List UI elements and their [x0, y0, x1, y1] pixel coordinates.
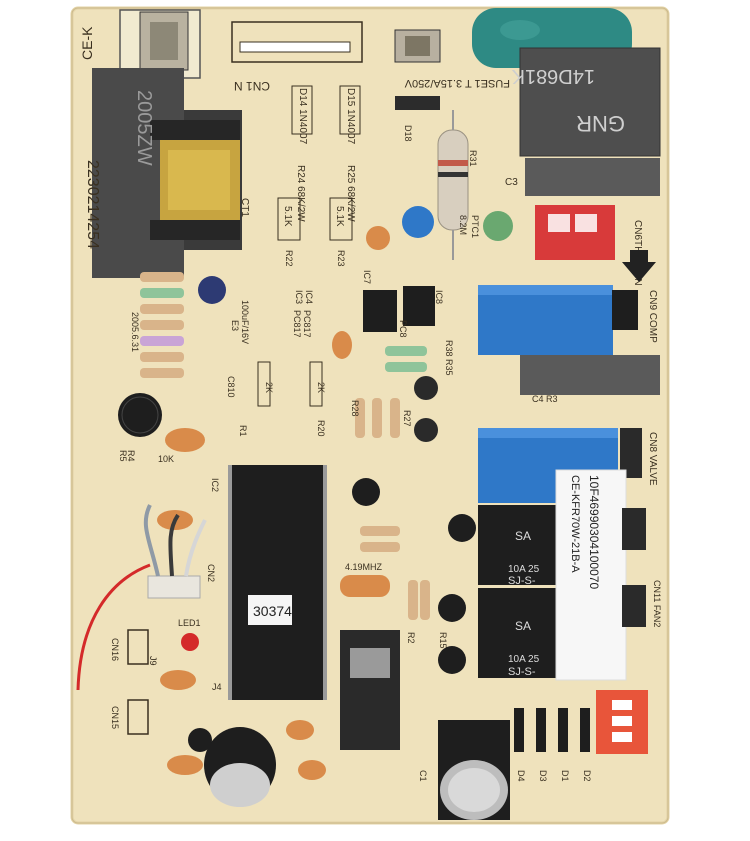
microcontroller-ic [228, 465, 327, 700]
r27-label: R27 [402, 410, 412, 427]
transformer-print: 2005ZW [133, 90, 155, 166]
ic3-label: IC3 [294, 290, 304, 304]
d14-label: D14 1N4007 [297, 88, 308, 145]
relay-brand-bottom: SA [515, 619, 531, 633]
led-red [181, 633, 199, 651]
sticker-model: CE-KFR70W-21B-A [569, 475, 581, 573]
pc817-b: PC817 [302, 310, 312, 338]
connector-ce-k [119, 9, 201, 79]
relay-top-model: SJ-S- [508, 575, 536, 587]
relay-blue-top [478, 285, 613, 355]
r38r35-label: R38 R35 [444, 340, 454, 376]
r-5k1-b: 5.1K [334, 206, 345, 227]
relay-top-rating: 10A 25 [508, 564, 540, 575]
transformer [92, 68, 242, 278]
k10-label: 10K [158, 454, 174, 464]
r24-label: R24 68K/2W [295, 165, 306, 222]
e3-value: 100uF/16V [240, 300, 250, 344]
fuse-label: FUSE1 T 3.15A/250V [404, 77, 510, 89]
d15-label: D15 1N4007 [345, 88, 356, 145]
c3-label: C3 [505, 177, 518, 188]
ct1-label: CT1 [239, 198, 250, 217]
r15-label: R15 [438, 632, 448, 649]
r23-label: R23 [336, 250, 346, 267]
resistor-r31 [437, 110, 469, 260]
ic2-label: IC2 [210, 478, 220, 492]
crystal-freq: 4.19MHZ [345, 562, 383, 572]
r20-label: R20 [316, 420, 326, 437]
j9-label: J9 [148, 656, 158, 666]
r22-label: R22 [284, 250, 294, 267]
d1-label: D1 [560, 770, 570, 782]
relay-brand-top: SA [515, 529, 531, 543]
r1-label: R1 [238, 425, 248, 437]
ic-sticker-text: 30374 [253, 603, 292, 619]
d3-label: D3 [538, 770, 548, 782]
electrolytic-e3 [198, 276, 226, 304]
gnr-label: GNR [576, 111, 625, 136]
d18-label: D18 [403, 125, 413, 142]
date-code: 2005.6.31 [130, 312, 140, 352]
terminal-blade [394, 29, 441, 63]
cn9-label: CN9 COMP [647, 290, 658, 343]
red-wire [76, 563, 151, 691]
serial-number: 2230214254 [84, 160, 101, 249]
crystal [340, 575, 390, 597]
pc8-label: PC8 [398, 320, 408, 338]
c4r3-label: C4 R3 [532, 394, 558, 404]
ic8-label: IC8 [434, 290, 444, 304]
c810-label: C810 [226, 376, 236, 398]
c1-label: C1 [418, 770, 428, 782]
ptc-relay-red [535, 205, 615, 260]
j4-label: J4 [212, 682, 222, 692]
k2a-label: 2K [264, 382, 274, 393]
cn15-label: CN15 [110, 706, 120, 729]
cn11-label: CN11 FAN2 [652, 580, 662, 627]
d4-label: D4 [516, 770, 526, 782]
d2-label: D2 [582, 770, 592, 782]
r28-label: R28 [350, 400, 360, 417]
diodes-d1-d4 [514, 708, 590, 752]
k2b-label: 2K [316, 382, 326, 393]
voltage-regulator [340, 630, 400, 750]
electrolytic-bottom-left [204, 727, 276, 807]
ptc-value: 8.2M [458, 215, 468, 235]
wire-connector [143, 504, 207, 599]
ic-sticker [248, 595, 292, 625]
sticker-serial: 10F46990304100070 [587, 475, 601, 589]
cn2-label: CN2 [206, 564, 216, 582]
electrolytic-left [118, 393, 162, 437]
ptc1-label: PTC1 [470, 215, 480, 238]
led1-label: LED1 [178, 618, 201, 628]
arrow-down-icon [622, 250, 656, 282]
ic4-label: IC4 [304, 290, 314, 304]
ic7-label: IC7 [362, 270, 372, 284]
varistor-gnr [519, 47, 661, 157]
r2-label: R2 [406, 632, 416, 644]
e3-label: E3 [230, 320, 240, 331]
cn16-label: CN16 [110, 638, 120, 661]
capacitor-c3-a [525, 158, 660, 196]
relay-bottom-model: SJ-S- [508, 666, 536, 678]
serial-sticker [555, 469, 627, 681]
connector-orange [596, 690, 648, 754]
r5-label: R5 [118, 450, 128, 462]
cn1-label: CN1 N [234, 79, 270, 93]
r-5k1-a: 5.1K [282, 206, 293, 227]
resistor-row [140, 272, 184, 378]
pc817-a: PC817 [292, 310, 302, 338]
ce-mark-label: CE-K [79, 26, 95, 60]
electrolytic-large [438, 720, 510, 820]
r25-label: R25 68K/2W [345, 165, 356, 222]
varistor-value: 14D681K [511, 65, 595, 87]
cn8-label: CN8 VALVE [647, 432, 658, 486]
r4-label: R4 [126, 450, 136, 462]
r31-label: R31 [468, 150, 478, 167]
relay-bottom-rating: 10A 25 [508, 654, 540, 665]
